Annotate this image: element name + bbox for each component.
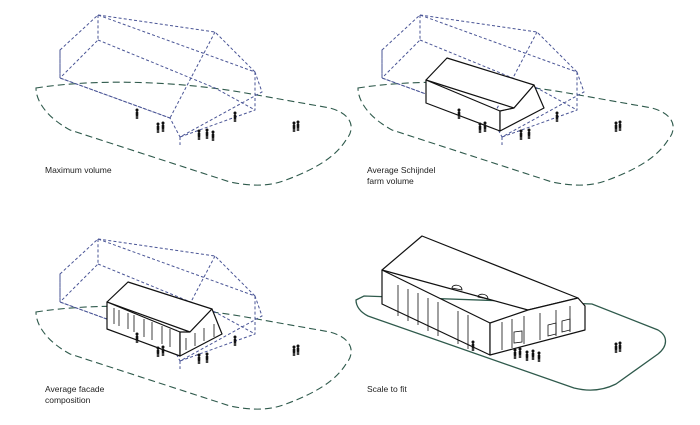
caption-maximum-volume: Maximum volume	[45, 165, 112, 175]
maximum-volume-wireframe	[59, 14, 263, 146]
caption-scale-to-fit: Scale to fit	[367, 384, 407, 394]
facade-building	[106, 281, 223, 357]
site-boundary	[355, 295, 667, 391]
panel-scale-to-fit	[355, 235, 667, 391]
farm-volume-building	[425, 57, 545, 132]
panel-average-facade	[35, 238, 352, 410]
panel-maximum-volume	[35, 14, 352, 186]
scaled-building	[381, 235, 586, 356]
people-figures	[135, 108, 300, 141]
caption-average-facade: Average facade composition	[45, 384, 105, 405]
caption-average-farm-volume: Average Schijndel farm volume	[367, 165, 436, 186]
panel-average-farm-volume	[357, 14, 674, 186]
